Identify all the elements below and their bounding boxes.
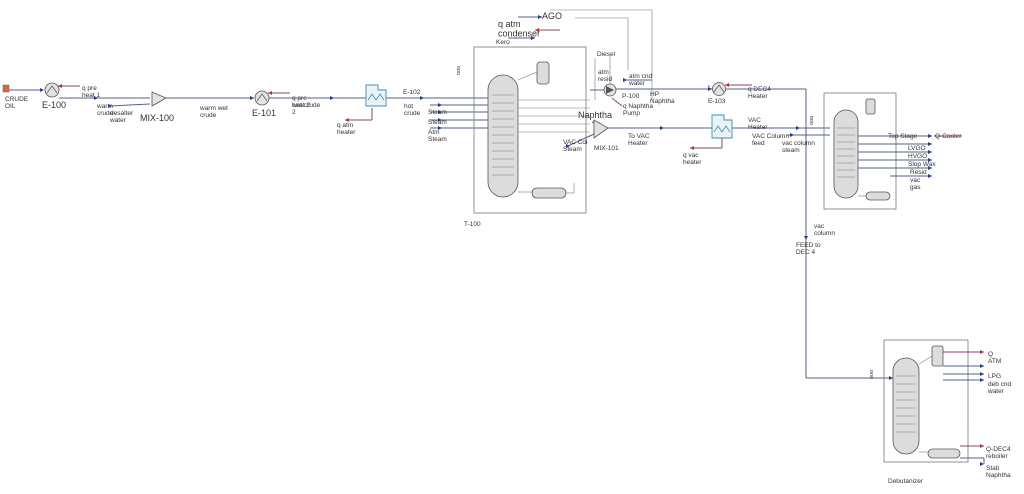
t100-subflowsheet-box[interactable] bbox=[473, 46, 587, 214]
vac-condenser-drum-icon[interactable] bbox=[865, 98, 876, 115]
e101-label: E-101 bbox=[252, 108, 276, 118]
t100-box-tag: ooo bbox=[456, 66, 462, 75]
top-stage-label: Top Stage bbox=[888, 133, 918, 140]
debutanizer-subflowsheet-box[interactable] bbox=[883, 339, 969, 463]
naphtha-label: Naphtha bbox=[578, 110, 612, 120]
vac-box-tag: ooo bbox=[809, 116, 815, 125]
mix101-mixer-icon[interactable] bbox=[593, 119, 609, 139]
e103-heater-icon[interactable] bbox=[712, 82, 726, 96]
t100-condenser-drum-icon[interactable] bbox=[536, 61, 550, 85]
vac-heater-furnace-icon[interactable] bbox=[711, 114, 733, 139]
kero-label: Kero bbox=[496, 39, 510, 46]
mix100-mixer-icon[interactable] bbox=[151, 91, 167, 107]
deb-box-tag: ooo bbox=[869, 370, 875, 379]
hvgo-label: HVGO bbox=[908, 153, 927, 160]
deb-reboiler-icon[interactable] bbox=[927, 448, 961, 459]
vac-column-icon[interactable] bbox=[833, 109, 859, 199]
t100-label: T-100 bbox=[464, 221, 481, 228]
e100-label: E-100 bbox=[42, 100, 66, 110]
e100-heater-icon[interactable] bbox=[44, 82, 60, 98]
deb-condenser-drum-icon[interactable] bbox=[931, 345, 944, 367]
steam-1-label: Steam bbox=[428, 109, 447, 116]
e103-label: E-103 bbox=[708, 98, 726, 105]
diesel-label: Diesel bbox=[597, 51, 616, 58]
t100-column-icon[interactable] bbox=[487, 74, 519, 198]
lvgo-label: LVGO bbox=[908, 145, 926, 152]
resid-label: Resid bbox=[910, 169, 927, 176]
q-cooler-label: Q-Cooler bbox=[935, 133, 962, 140]
debutanizer-column-icon[interactable] bbox=[892, 357, 920, 455]
t100-reboiler-icon[interactable] bbox=[531, 187, 567, 199]
steam-2-label: Steam bbox=[428, 119, 447, 126]
crude-oil-source-icon[interactable] bbox=[2, 84, 10, 93]
p100-label: P-100 bbox=[622, 93, 640, 100]
slop-wax-label: Slop Wax bbox=[908, 161, 936, 168]
ago-label: AGO bbox=[542, 11, 562, 21]
p100-pump-icon[interactable] bbox=[603, 83, 617, 97]
e103-aux-label: • bbox=[708, 84, 710, 90]
feed-misc-tag: • bbox=[592, 120, 594, 126]
lpg-label: LPG bbox=[988, 373, 1001, 380]
e101-heater-icon[interactable] bbox=[254, 90, 270, 106]
mix100-label: MIX-100 bbox=[140, 113, 174, 123]
vac-reboiler-icon[interactable] bbox=[865, 191, 891, 201]
debutanizer-label: Debutanizer bbox=[888, 478, 924, 485]
vac-column-subflowsheet-box[interactable] bbox=[823, 92, 897, 210]
mix101-label: MIX-101 bbox=[594, 145, 619, 152]
e102-label: E-102 bbox=[403, 89, 421, 96]
e102-furnace-icon[interactable] bbox=[365, 84, 387, 107]
